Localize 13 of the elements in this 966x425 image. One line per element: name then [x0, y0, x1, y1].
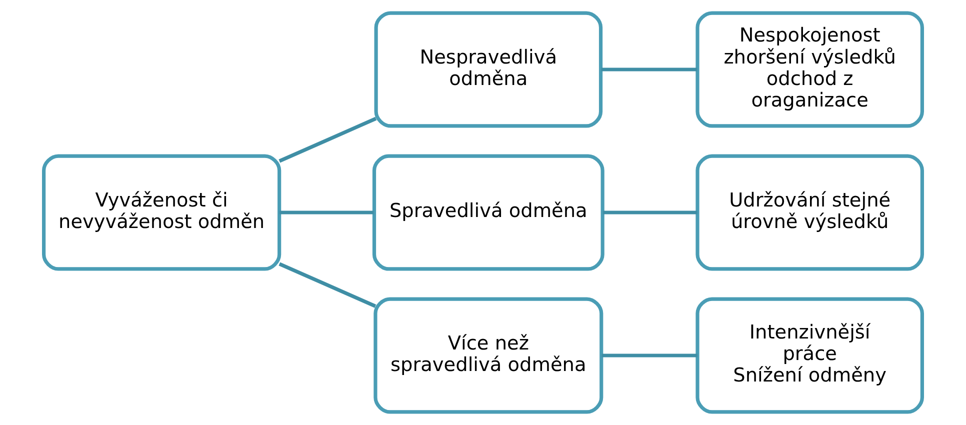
node-box: Udržování stejné úrovně výsledků	[696, 154, 924, 271]
connector	[602, 354, 698, 358]
node-box: Více než spravedlivá odměna	[374, 297, 604, 414]
connector	[601, 68, 698, 72]
node-box: Spravedlivá odměna	[372, 154, 604, 271]
node-box: Intenzivnější práce Snížení odměny	[696, 297, 924, 414]
connector	[602, 210, 698, 214]
node-box: Nespokojenost zhoršení výsledků odchod z oraganizace	[696, 11, 924, 128]
connector	[278, 116, 377, 163]
node-box: Nespravedlivá odměna	[374, 11, 603, 128]
node-box: Vyváženost či nevyváženost odměn	[42, 154, 282, 271]
connector	[279, 210, 374, 214]
connector	[278, 262, 376, 308]
